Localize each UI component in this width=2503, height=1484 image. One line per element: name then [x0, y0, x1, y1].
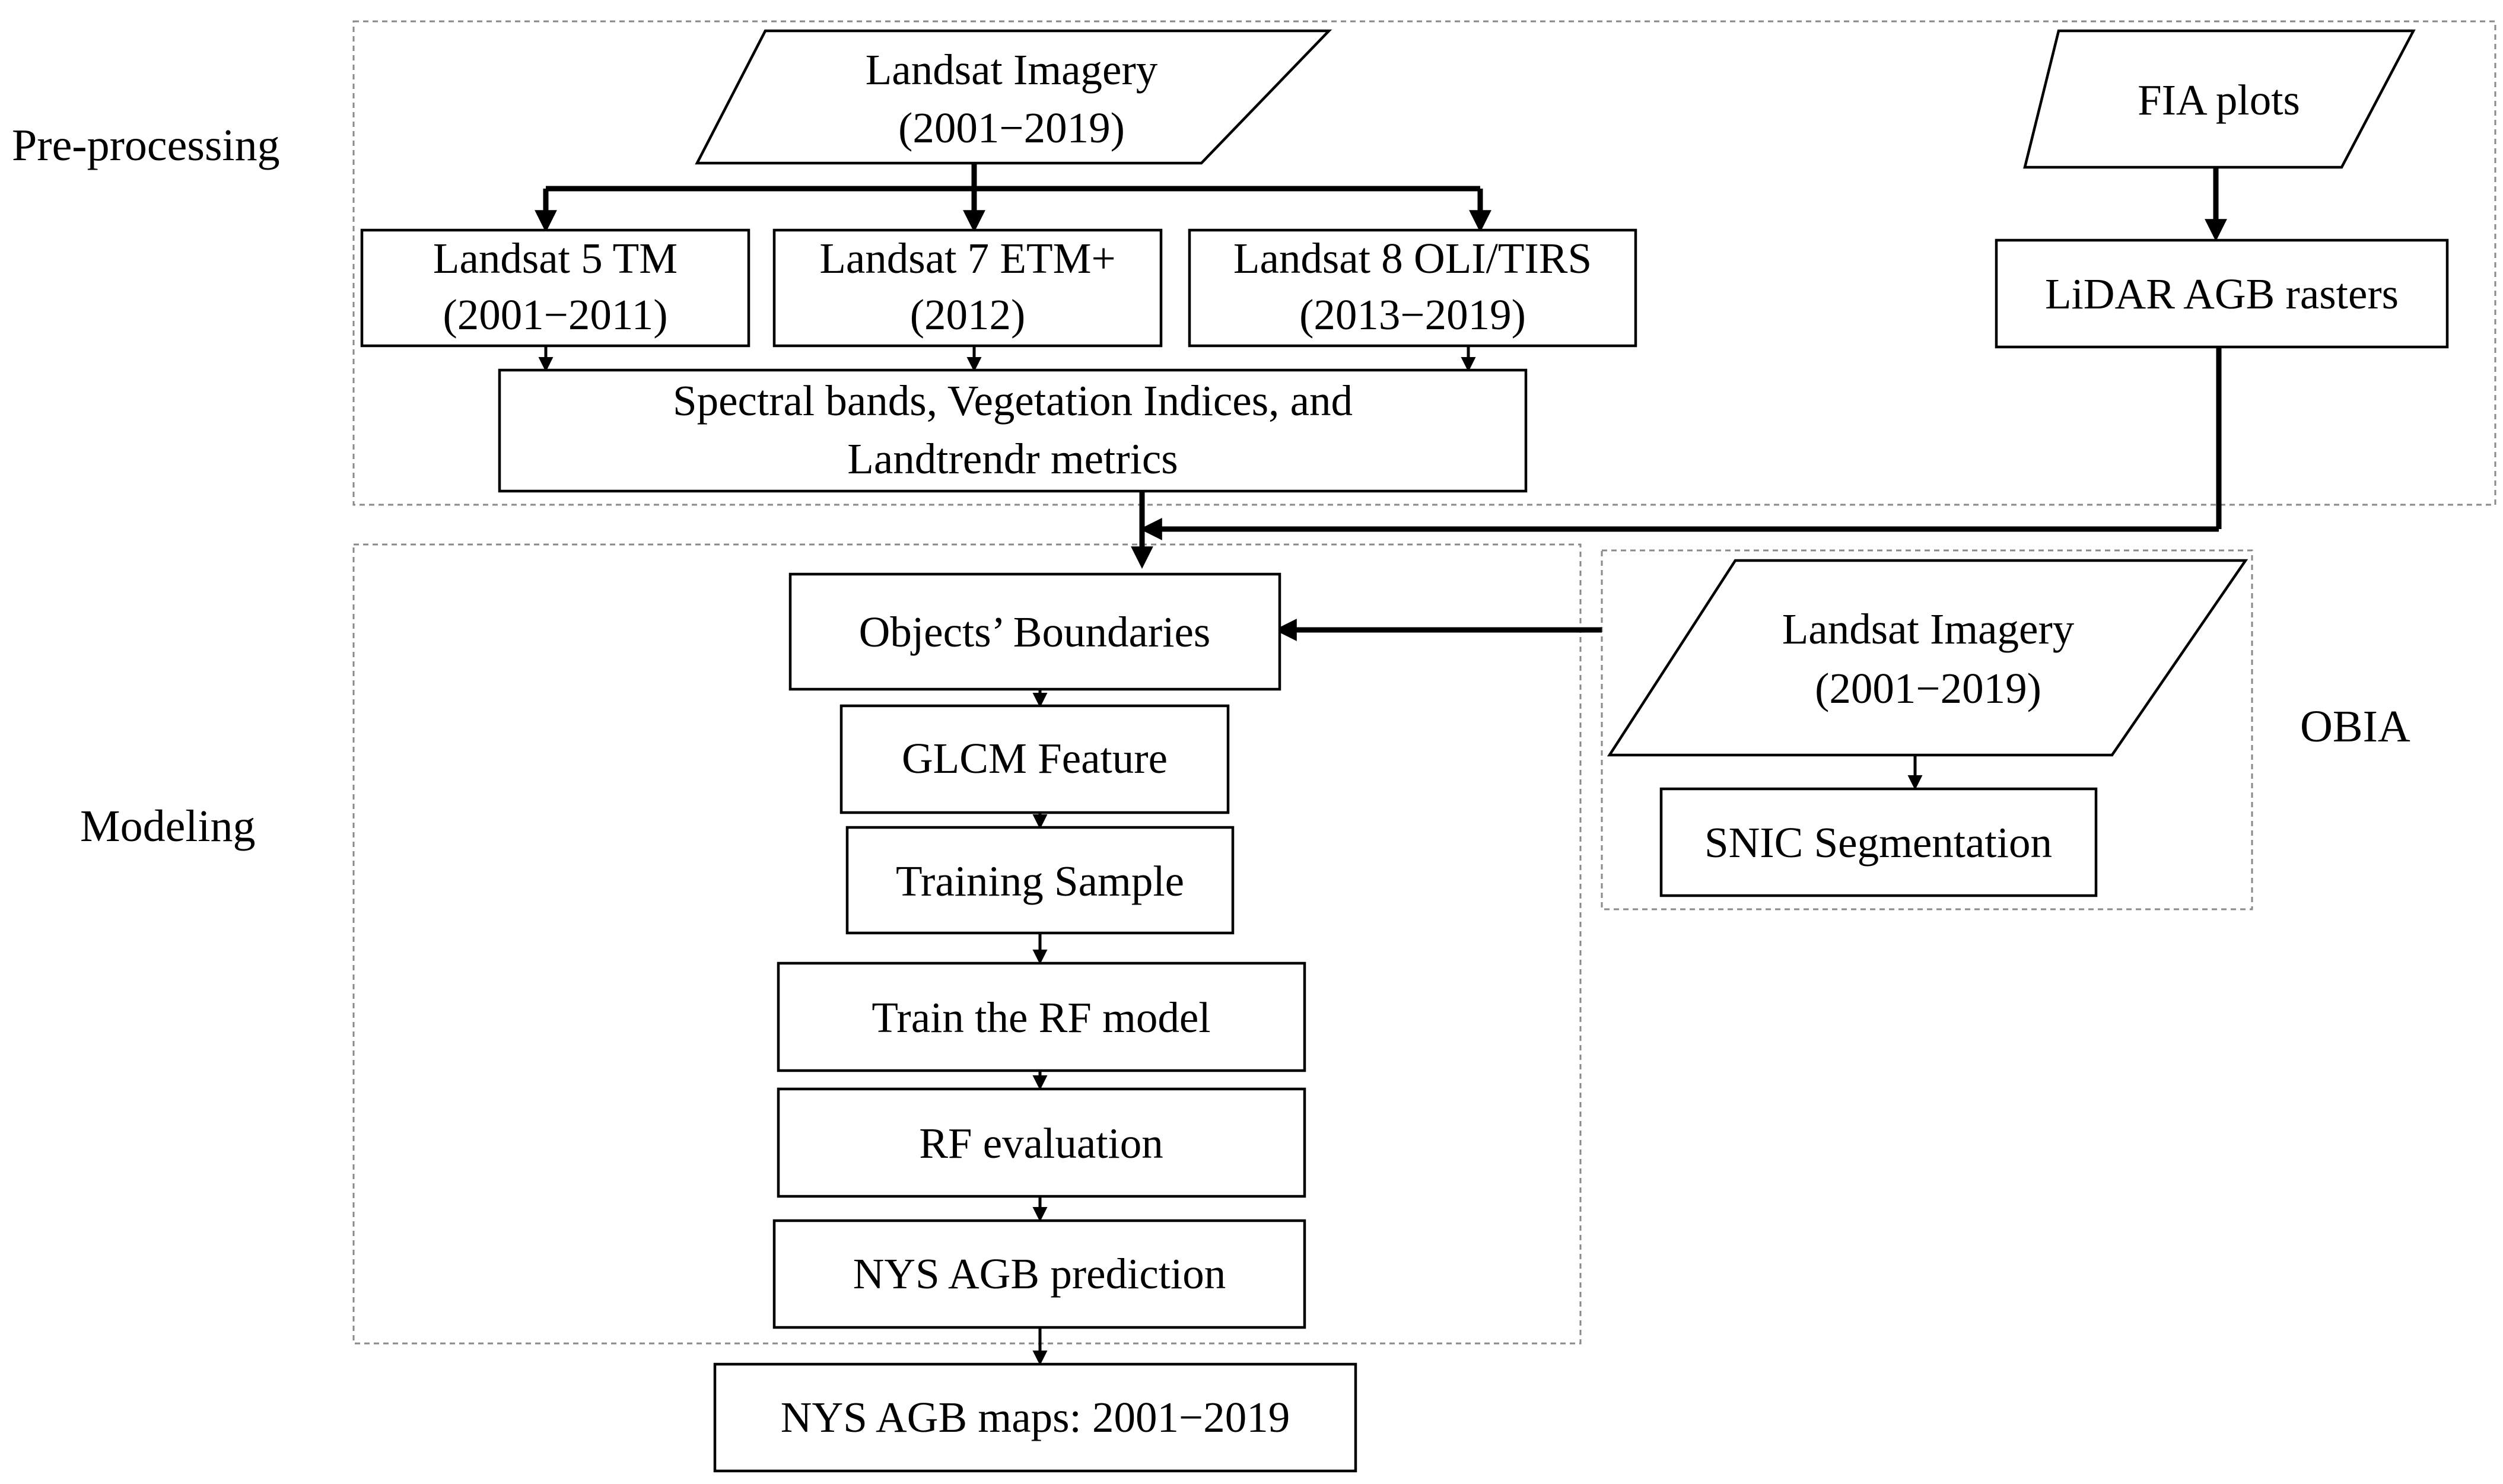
- nys-agb-maps-box: NYS AGB maps: 2001−2019: [713, 1362, 1357, 1473]
- obia-group: [1601, 549, 2253, 910]
- node-line: Landsat 8 OLI/TIRS: [1233, 234, 1592, 282]
- node-line: Objects’ Boundaries: [859, 608, 1211, 656]
- snic-segmentation-box: SNIC Segmentation: [1659, 787, 2098, 897]
- node-line: SNIC Segmentation: [1704, 819, 2052, 867]
- obia-label: OBIA: [2300, 702, 2410, 751]
- glcm-feature-box: GLCM Feature: [839, 704, 1230, 814]
- landsat8-oli-tirs-box: Landsat 8 OLI/TIRS (2013−2019): [1188, 228, 1637, 348]
- lidar-agb-rasters-box: LiDAR AGB rasters: [1995, 238, 2449, 349]
- node-line: Landsat 5 TM: [433, 234, 678, 282]
- node-line: GLCM Feature: [902, 734, 1168, 782]
- node-line: Landsat 7 ETM+: [819, 234, 1115, 282]
- node-line: FIA plots: [2138, 76, 2300, 124]
- train-rf-model-box: Train the RF model: [777, 961, 1306, 1072]
- node-line: (2012): [910, 291, 1026, 339]
- landsat7-etm-box: Landsat 7 ETM+ (2012): [772, 228, 1163, 348]
- node-line: Training Sample: [896, 857, 1184, 905]
- node-line: RF evaluation: [919, 1119, 1163, 1167]
- node-line: (2001−2019): [1815, 664, 2041, 712]
- node-line: (2013−2019): [1299, 291, 1526, 339]
- spectral-bands-box: Spectral bands, Vegetation Indices, and …: [498, 368, 1528, 493]
- node-line: Landsat Imagery: [1782, 605, 2075, 653]
- training-sample-box: Training Sample: [845, 826, 1235, 935]
- rf-evaluation-box: RF evaluation: [777, 1087, 1306, 1198]
- node-line: LiDAR AGB rasters: [2045, 270, 2399, 318]
- modeling-group: [352, 543, 1582, 1345]
- landsat-imagery-input: Landsat Imagery (2001−2019): [695, 29, 1332, 165]
- preprocessing-group: [352, 20, 2496, 506]
- preprocessing-label: Pre-processing: [12, 120, 280, 170]
- landsat5-tm-box: Landsat 5 TM (2001−2011): [360, 228, 750, 348]
- node-line: Train the RF model: [872, 993, 1210, 1042]
- node-line: (2001−2011): [443, 291, 667, 339]
- node-line: (2001−2019): [898, 104, 1125, 152]
- objects-boundaries-box: Objects’ Boundaries: [788, 572, 1281, 691]
- node-line: NYS AGB prediction: [853, 1250, 1226, 1298]
- obia-landsat-imagery-input: Landsat Imagery (2001−2019): [1607, 559, 2248, 757]
- connectors: [535, 163, 2227, 1365]
- node-line: Spectral bands, Vegetation Indices, and: [673, 377, 1353, 425]
- fia-plots-input: FIA plots: [2023, 29, 2416, 169]
- node-line: Landtrendr metrics: [847, 435, 1178, 483]
- node-line: NYS AGB maps: 2001−2019: [781, 1393, 1290, 1441]
- nys-agb-prediction-box: NYS AGB prediction: [772, 1219, 1306, 1329]
- node-line: Landsat Imagery: [866, 46, 1158, 94]
- modeling-label: Modeling: [80, 801, 256, 851]
